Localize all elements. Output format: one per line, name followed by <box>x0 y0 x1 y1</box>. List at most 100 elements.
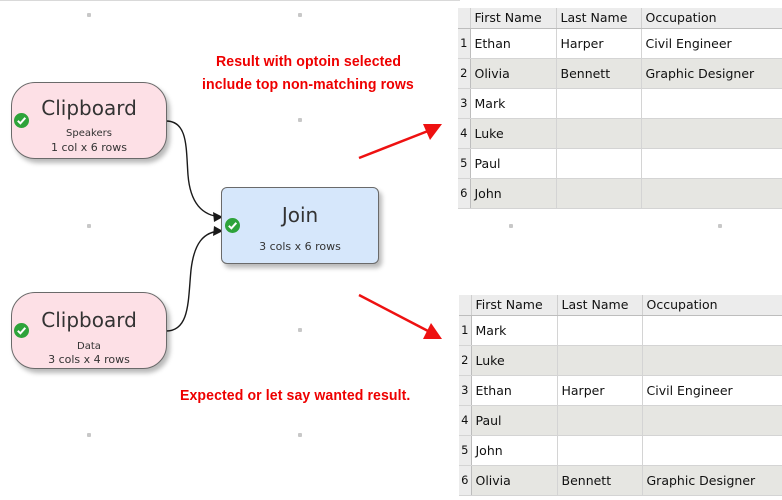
cell-first-name[interactable]: Luke <box>470 118 557 149</box>
cell-last-name[interactable]: Harper <box>557 375 643 406</box>
cell-occupation[interactable]: Civil Engineer <box>641 28 782 59</box>
join-node[interactable]: Join 3 cols x 6 rows <box>221 187 379 264</box>
grid-dot <box>298 118 302 122</box>
cell-first-name[interactable]: Luke <box>471 345 558 376</box>
index-header <box>458 8 471 29</box>
check-icon <box>225 218 240 233</box>
cell-last-name[interactable] <box>556 88 642 119</box>
row-index: 4 <box>458 118 471 149</box>
row-index: 2 <box>458 58 471 89</box>
cell-occupation[interactable]: Graphic Designer <box>641 58 782 89</box>
cell-first-name[interactable]: Olivia <box>470 58 557 89</box>
cell-first-name[interactable]: Olivia <box>471 465 558 496</box>
red-arrow-bottom-shaft <box>358 293 429 333</box>
cell-first-name[interactable]: Mark <box>471 315 558 346</box>
clipboard-data-node[interactable]: Clipboard Data 3 cols x 4 rows <box>11 292 167 369</box>
cell-last-name[interactable] <box>557 315 643 346</box>
cell-last-name[interactable]: Bennett <box>557 465 643 496</box>
red-arrow-top-shaft <box>358 129 429 160</box>
cell-occupation[interactable] <box>641 148 782 179</box>
node-size: 3 cols x 4 rows <box>48 353 130 366</box>
link-arrowhead <box>213 212 223 222</box>
cell-first-name[interactable]: Ethan <box>471 375 558 406</box>
cell-last-name[interactable] <box>557 345 643 376</box>
grid-dot <box>87 224 91 228</box>
row-index: 6 <box>458 178 471 209</box>
grid-dot <box>87 433 91 437</box>
column-header-last-name[interactable]: Last Name <box>557 295 643 316</box>
canvas-top-edge <box>0 0 460 1</box>
cell-last-name[interactable] <box>557 405 643 436</box>
cell-first-name[interactable]: Paul <box>471 405 558 436</box>
grid-dot <box>87 13 91 17</box>
row-index: 1 <box>459 315 472 346</box>
cell-occupation[interactable] <box>641 178 782 209</box>
cell-first-name[interactable]: John <box>470 178 557 209</box>
clipboard-speakers-node[interactable]: Clipboard Speakers 1 col x 6 rows <box>11 82 167 159</box>
cell-occupation[interactable]: Civil Engineer <box>642 375 782 406</box>
cell-first-name[interactable]: Ethan <box>470 28 557 59</box>
node-size: 3 cols x 6 rows <box>259 240 341 253</box>
row-index: 3 <box>459 375 472 406</box>
column-header-first-name[interactable]: First Name <box>470 8 557 29</box>
column-header-occupation[interactable]: Occupation <box>641 8 782 29</box>
grid-dot <box>298 328 302 332</box>
row-index: 4 <box>459 405 472 436</box>
table-header-row: First Name Last Name Occupation <box>459 295 782 316</box>
cell-occupation[interactable]: Graphic Designer <box>642 465 782 496</box>
index-header <box>459 295 472 316</box>
cell-last-name[interactable] <box>556 148 642 179</box>
cell-occupation[interactable] <box>642 315 782 346</box>
red-arrow-top-head <box>423 124 442 140</box>
grid-dot <box>298 433 302 437</box>
cell-first-name[interactable]: Mark <box>470 88 557 119</box>
grid-dot <box>509 224 513 228</box>
cell-occupation[interactable] <box>641 118 782 149</box>
cell-last-name[interactable]: Bennett <box>556 58 642 89</box>
table-header-row: First Name Last Name Occupation <box>458 8 782 29</box>
row-index: 2 <box>459 345 472 376</box>
column-header-occupation[interactable]: Occupation <box>642 295 782 316</box>
node-size: 1 col x 6 rows <box>50 141 128 154</box>
cell-first-name[interactable]: John <box>471 435 558 466</box>
annotation-top-line2: include top non-matching rows <box>202 76 414 93</box>
row-index: 5 <box>459 435 472 466</box>
cell-occupation[interactable] <box>642 405 782 436</box>
row-index: 5 <box>458 148 471 179</box>
grid-dot <box>298 13 302 17</box>
cell-last-name[interactable] <box>557 435 643 466</box>
cell-occupation[interactable] <box>641 88 782 119</box>
annotation-bottom: Expected or let say wanted result. <box>180 387 411 404</box>
cell-first-name[interactable]: Paul <box>470 148 557 179</box>
node-name: Data <box>77 341 101 352</box>
node-title: Clipboard <box>41 96 137 120</box>
cell-last-name[interactable] <box>556 178 642 209</box>
cell-last-name[interactable]: Harper <box>556 28 642 59</box>
node-name: Speakers <box>66 128 112 139</box>
check-icon <box>14 323 29 338</box>
node-title: Join <box>281 203 319 227</box>
column-header-last-name[interactable]: Last Name <box>556 8 642 29</box>
annotation-top-line1: Result with optoin selected <box>216 53 402 70</box>
cell-occupation[interactable] <box>642 345 782 376</box>
cell-last-name[interactable] <box>556 118 642 149</box>
row-index: 6 <box>459 465 472 496</box>
column-header-first-name[interactable]: First Name <box>471 295 558 316</box>
cell-occupation[interactable] <box>642 435 782 466</box>
link-speakers-to-join <box>165 120 223 218</box>
